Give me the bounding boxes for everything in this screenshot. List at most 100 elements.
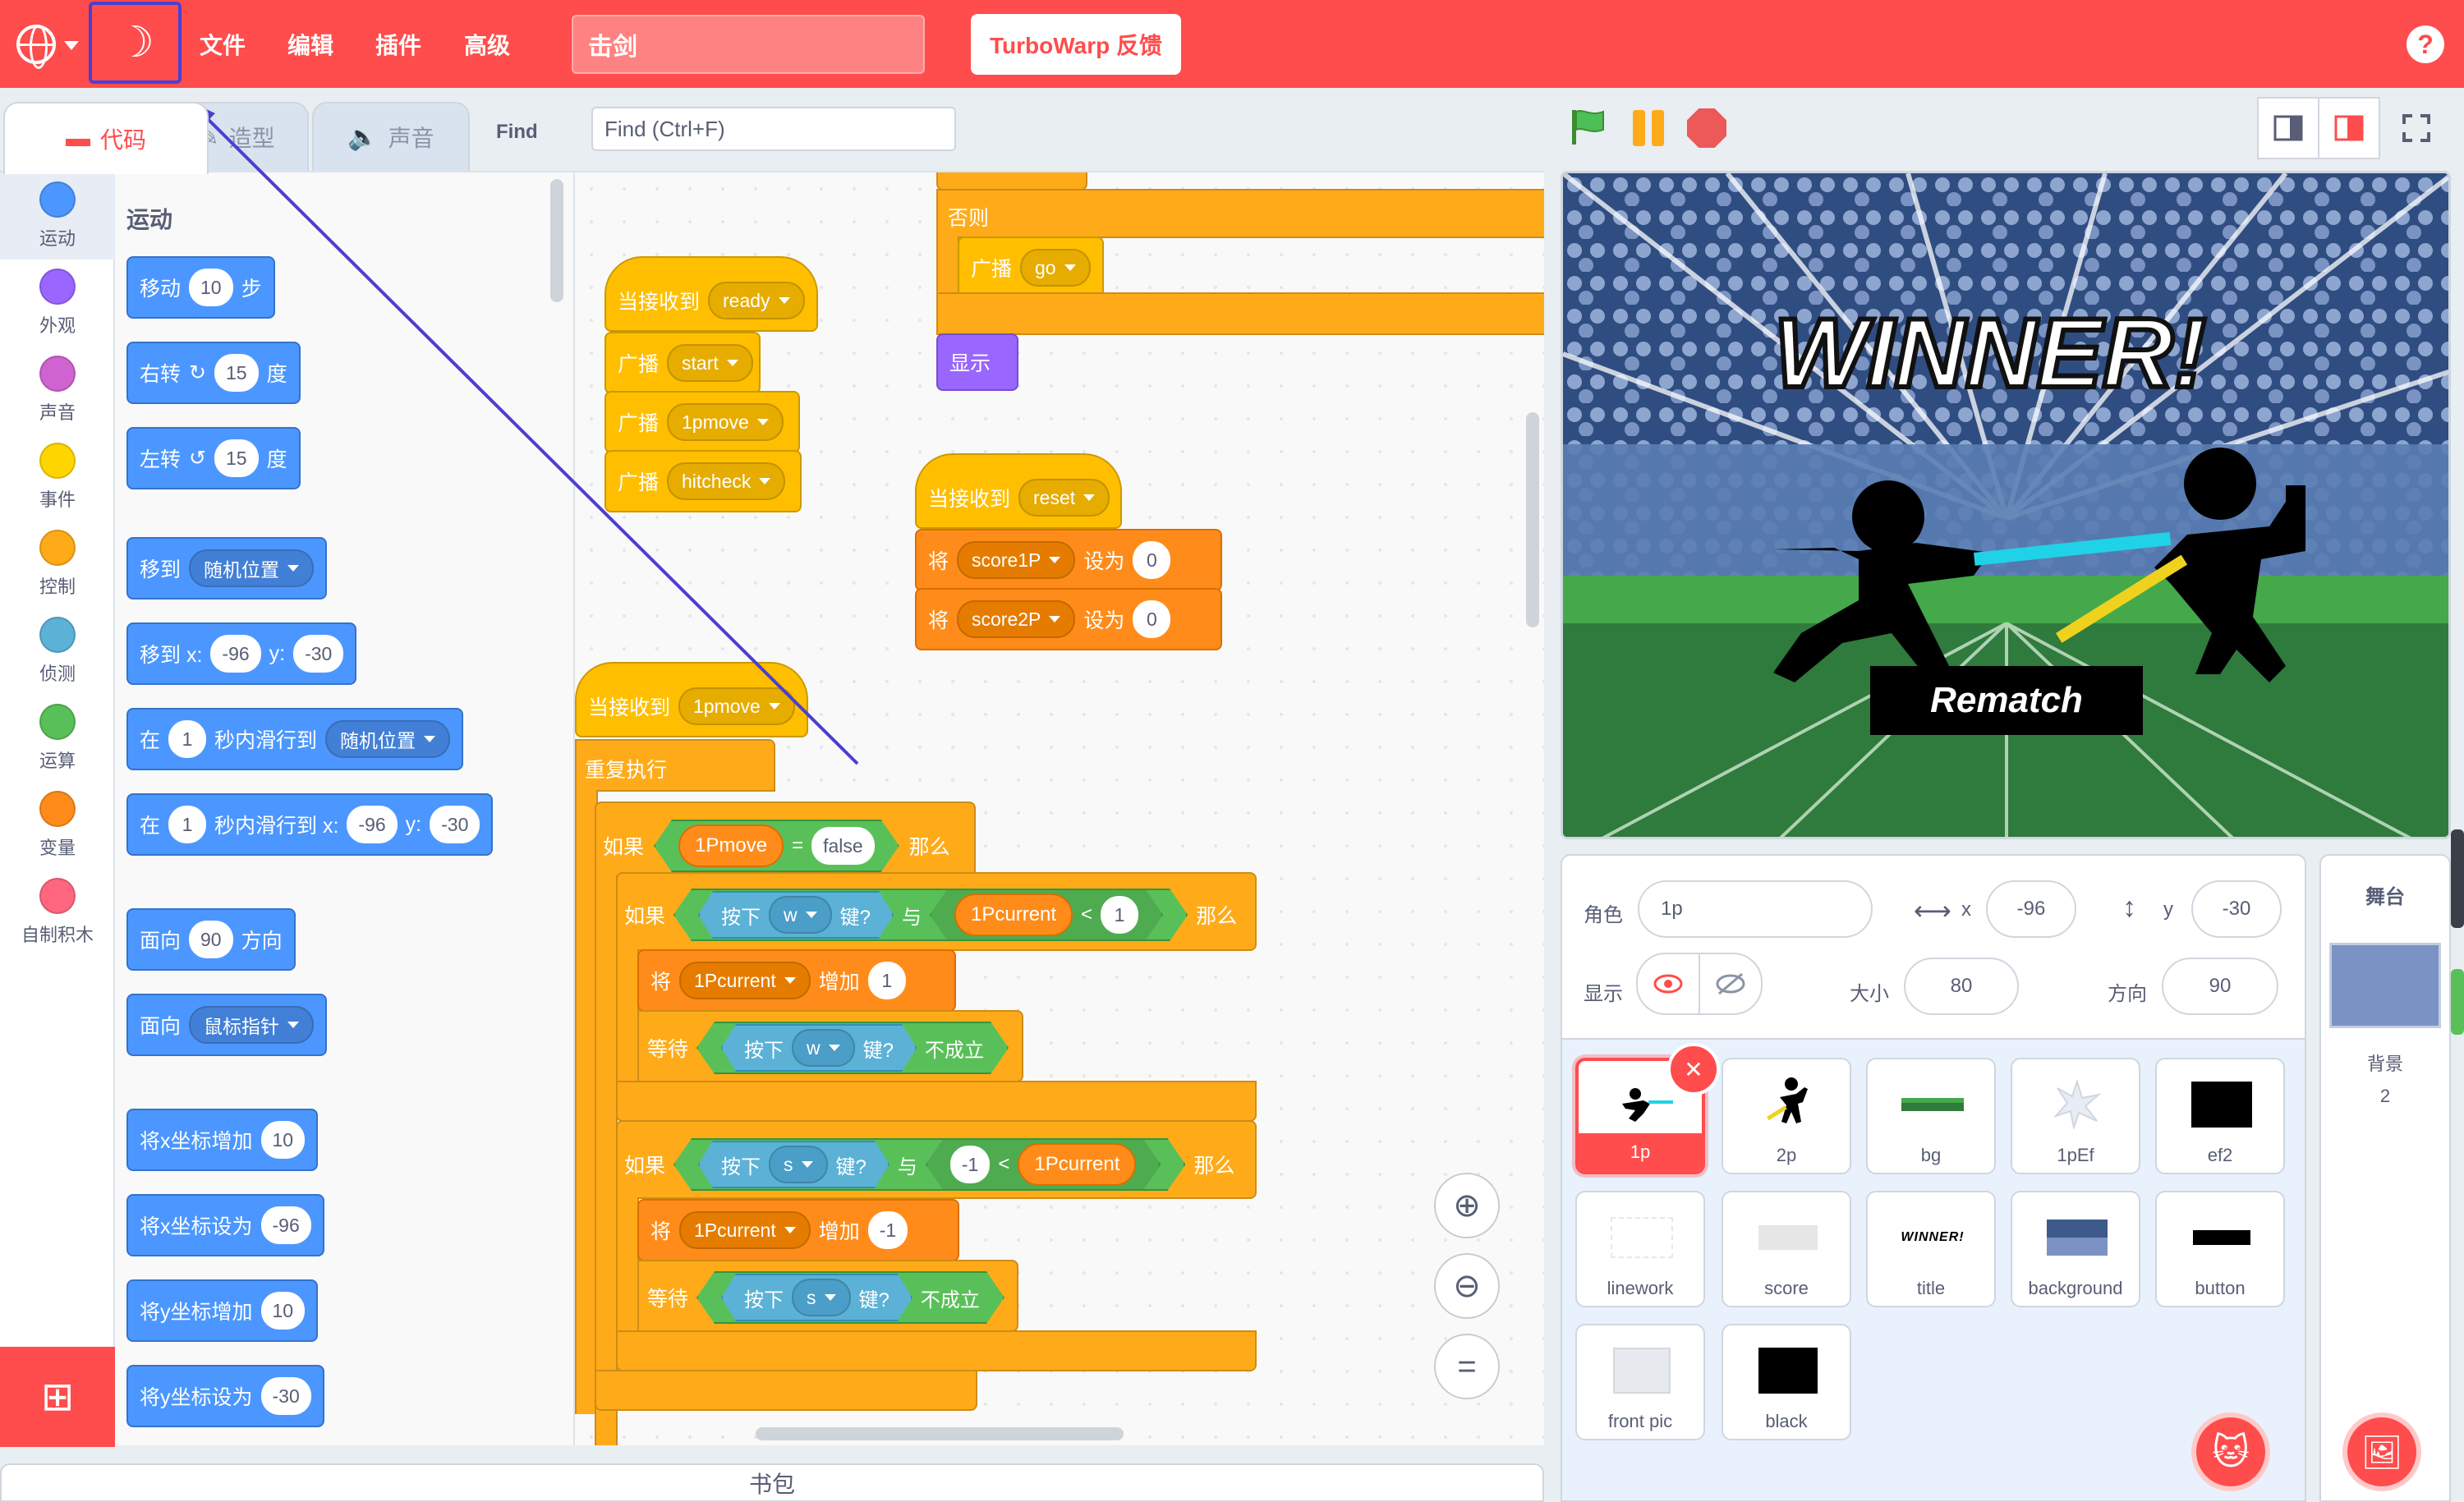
block-goto[interactable]: 移到随机位置 (126, 537, 328, 599)
sprite-tile-background[interactable]: background (2011, 1191, 2140, 1307)
hide-sprite-button[interactable] (1699, 953, 1763, 1015)
tab-code[interactable]: ▬代码 (3, 102, 209, 174)
operator-lt-neg1[interactable]: -1<1Pcurrent (926, 1138, 1161, 1191)
sprite-tile-ef2[interactable]: ef2 (2155, 1058, 2285, 1174)
feedback-button[interactable]: TurboWarp 反馈 (971, 14, 1181, 75)
delete-sprite-button[interactable]: ✕ (1667, 1043, 1720, 1095)
script-area-vertical-scrollbar[interactable] (1526, 412, 1539, 627)
block-set-x[interactable]: 将x坐标设为-96 (126, 1194, 324, 1256)
category-sensing[interactable]: 侦测 (0, 608, 115, 695)
small-stage-button[interactable] (2257, 97, 2319, 159)
zoom-out-button[interactable]: ⊖ (1434, 1253, 1500, 1319)
sprite-tile-score[interactable]: score (1722, 1191, 1851, 1307)
find-input[interactable]: Find (Ctrl+F) (591, 107, 956, 151)
tab-sounds[interactable]: 🔈声音 (312, 102, 470, 171)
theme-toggle-button[interactable]: ☽ (89, 2, 182, 84)
operator-lt-1[interactable]: 1Pcurrent<1 (930, 889, 1163, 941)
script-fragment-top[interactable] (936, 172, 1087, 191)
category-control[interactable]: 控制 (0, 521, 115, 608)
sprite-tile-1pef[interactable]: 1pEf (2011, 1058, 2140, 1174)
operator-equals[interactable]: 1Pmove = false (654, 820, 899, 872)
zoom-in-button[interactable]: ⊕ (1434, 1173, 1500, 1238)
sprite-tile-black[interactable]: black (1722, 1324, 1851, 1440)
show-sprite-button[interactable] (1636, 953, 1700, 1015)
backpack[interactable]: 书包 (0, 1463, 1544, 1502)
x-input[interactable]: -96 (1986, 880, 2076, 938)
category-variables[interactable]: 变量 (0, 782, 115, 869)
category-my-blocks[interactable]: 自制积木 (0, 869, 115, 956)
script-area-horizontal-scrollbar[interactable] (756, 1427, 1124, 1440)
add-extension-button[interactable]: ⊞ (0, 1347, 115, 1447)
help-icon[interactable]: ? (2407, 25, 2444, 63)
sprite-tile-title[interactable]: WINNER! title (1866, 1191, 1996, 1307)
sprite-tile-2p[interactable]: 2p (1722, 1058, 1851, 1174)
category-sound[interactable]: 声音 (0, 347, 115, 434)
menu-addons[interactable]: 插件 (375, 32, 422, 58)
category-events[interactable]: 事件 (0, 434, 115, 521)
block-point-towards[interactable]: 面向鼠标指针 (126, 994, 328, 1056)
pause-icon[interactable] (1630, 110, 1667, 146)
forever-header[interactable]: 重复执行 (575, 739, 775, 792)
rematch-text[interactable]: Rematch (1930, 680, 2083, 720)
y-input[interactable]: -30 (2191, 880, 2282, 938)
zoom-reset-button[interactable]: = (1434, 1334, 1500, 1399)
category-looks[interactable]: 外观 (0, 260, 115, 347)
direction-input[interactable]: 90 (2162, 958, 2278, 1015)
stage-pane[interactable]: 舞台 背景 2 (2319, 854, 2451, 1502)
palette-scrollbar[interactable] (550, 179, 563, 302)
menu-file[interactable]: 文件 (200, 32, 246, 58)
sprite-tile-front-pic[interactable]: front pic (1575, 1324, 1705, 1440)
add-sprite-button[interactable]: 🐱 (2191, 1412, 2270, 1491)
size-input[interactable]: 80 (1904, 958, 2019, 1015)
sprite-tile-bg[interactable]: bg (1866, 1058, 1996, 1174)
normal-stage-button[interactable] (2318, 97, 2380, 159)
block-set-y[interactable]: 将y坐标设为-30 (126, 1365, 324, 1427)
stop-icon[interactable] (1687, 108, 1726, 148)
add-backdrop-button[interactable]: 🖼 (2342, 1412, 2421, 1491)
block-show[interactable]: 显示 (936, 333, 1018, 391)
sprite-tile-linework[interactable]: linework (1575, 1191, 1705, 1307)
menu-edit[interactable]: 编辑 (287, 32, 334, 58)
fullscreen-button[interactable] (2385, 97, 2448, 159)
project-title-input[interactable]: 击剑 (572, 15, 925, 74)
sprite-name-input[interactable]: 1p (1638, 880, 1873, 938)
else-header[interactable]: 否则 (936, 189, 1544, 238)
language-globe-icon[interactable] (16, 25, 56, 69)
language-chevron-down-icon[interactable] (64, 41, 79, 50)
menu-advanced[interactable]: 高级 (464, 32, 511, 58)
green-flag-icon[interactable] (1569, 108, 1607, 146)
category-operators[interactable]: 运算 (0, 695, 115, 782)
stage-canvas[interactable]: WINNER! Rematch (1561, 171, 2451, 839)
category-motion[interactable]: 运动 (0, 172, 115, 260)
sprite-tile-button[interactable]: button (2155, 1191, 2285, 1307)
stage-thumbnail[interactable] (2329, 943, 2441, 1028)
